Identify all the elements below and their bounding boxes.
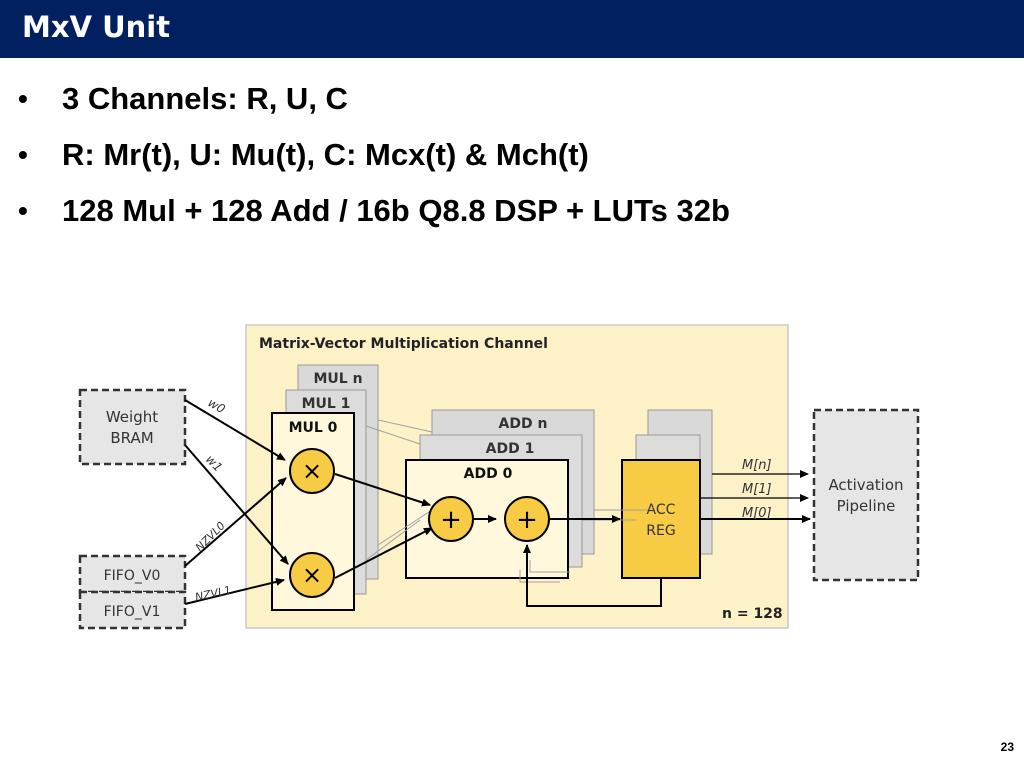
title-bar: MxV Unit: [0, 0, 1024, 58]
bullet-text: 3 Channels: R, U, C: [62, 81, 348, 116]
wire-mul0-add: [334, 473, 431, 507]
acc-reg-label-1: ACC: [647, 502, 676, 518]
wire-w0: [184, 399, 286, 461]
page-number: 23: [1000, 740, 1014, 754]
output-wires: [700, 470, 809, 502]
wire-nzvl0: [184, 477, 287, 567]
times-icon: ×: [302, 561, 322, 589]
plus-icon: +: [516, 505, 538, 535]
weight-bram-box: [78, 388, 187, 466]
activation-pipeline-label-2: Pipeline: [837, 497, 896, 515]
add-0-label: ADD 0: [464, 466, 513, 482]
label-m-n: M[n]: [742, 458, 772, 473]
multiplier-1-circle: [289, 552, 335, 598]
fifo-v0-box: [78, 554, 187, 594]
label-m-1: M[1]: [742, 482, 772, 497]
mul-1-label: MUL 1: [302, 396, 351, 412]
activation-pipeline-label-1: Activation: [828, 476, 903, 494]
wire-nzvl1: [184, 577, 285, 605]
label-w1: w1: [203, 452, 225, 474]
channel-title: Matrix-Vector Multiplication Channel: [259, 336, 548, 352]
mul-n-label: MUL n: [313, 371, 362, 387]
acc-reg-label-2: REG: [646, 523, 675, 539]
fifo-v0-label: FIFO_V0: [104, 568, 161, 584]
activation-pipeline-box: [812, 408, 920, 582]
wire-w1: [184, 444, 289, 565]
fifo-v1-box: [78, 590, 187, 630]
plus-icon: +: [440, 505, 462, 535]
wire-mul1-add: [334, 527, 433, 579]
mul-0-label: MUL 0: [289, 420, 338, 436]
add-n-label: ADD n: [499, 416, 548, 432]
slide-title: MxV Unit: [22, 10, 171, 44]
adder-1-circle: [504, 496, 550, 542]
weight-bram-label-1: Weight: [106, 408, 158, 426]
multiplier-0-circle: [289, 448, 335, 494]
times-icon: ×: [302, 457, 322, 485]
bullet-dot-icon: •: [18, 195, 28, 226]
label-nzvl1: NZVL1: [194, 584, 232, 604]
label-m-0: M[0]: [742, 506, 772, 521]
bullet-text: 128 Mul + 128 Add / 16b Q8.8 DSP + LUTs …: [62, 193, 730, 228]
bullet-text: R: Mr(t), U: Mu(t), C: Mcx(t) & Mch(t): [62, 137, 589, 172]
n-equals-label: n = 128: [722, 606, 783, 622]
adder-0-circle: [428, 496, 474, 542]
bullet-dot-icon: •: [18, 139, 28, 170]
fifo-v1-label: FIFO_V1: [104, 604, 161, 620]
bullet-dot-icon: •: [18, 83, 28, 114]
acc-reg-box: [621, 459, 701, 579]
add-1-label: ADD 1: [486, 441, 535, 457]
label-nzvl0: NZVL0: [193, 519, 228, 554]
wire-feedback: [523, 544, 662, 607]
weight-bram-label-2: BRAM: [110, 429, 153, 447]
